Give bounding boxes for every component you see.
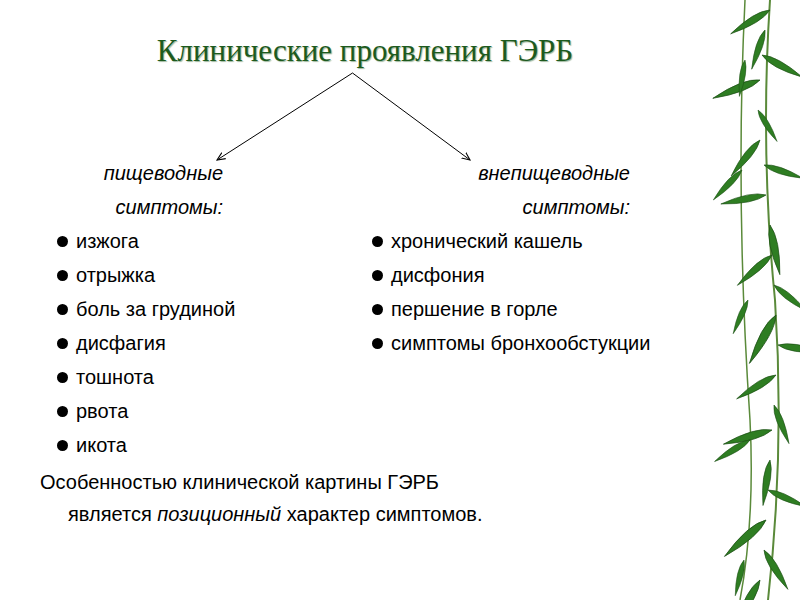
group-heading: пищеводные симптомы:	[57, 156, 223, 224]
bullet-dot	[57, 236, 68, 247]
bullet-dot	[57, 406, 68, 417]
bullet-dot	[372, 270, 383, 281]
symptom-item: боль за грудиной	[57, 292, 235, 326]
symptom-item: тошнота	[57, 360, 235, 394]
symptom-item: отрыжка	[57, 258, 235, 292]
title-node: Клинические проявления ГЭРБ	[0, 33, 730, 69]
bullet-dot	[372, 236, 383, 247]
group-heading: внепищеводные симптомы:	[372, 156, 630, 224]
symptom-text: изжога	[76, 230, 139, 252]
bullet-dot	[372, 304, 383, 315]
symptom-text: дисфагия	[76, 332, 166, 354]
slide-title: Клинические проявления ГЭРБ	[157, 33, 573, 69]
bullet-dot	[57, 372, 68, 383]
symptom-item: хронический кашель	[372, 224, 650, 258]
symptom-text: симптомы бронхообстукции	[391, 332, 650, 354]
symptom-text: дисфония	[391, 264, 484, 286]
symptom-item: симптомы бронхообстукции	[372, 326, 650, 360]
symptom-item: икота	[57, 428, 235, 462]
bullet-dot	[372, 338, 383, 349]
note-text: характер симптомов.	[287, 503, 483, 525]
symptom-group: внепищеводные симптомы: хронический кашел…	[372, 156, 650, 360]
symptom-item: рвота	[57, 394, 235, 428]
symptom-text: першение в горле	[391, 298, 558, 320]
bullet-dot	[57, 304, 68, 315]
symptom-item: изжога	[57, 224, 235, 258]
symptom-text: боль за грудиной	[76, 298, 235, 320]
bullet-dot	[57, 338, 68, 349]
symptom-item: дисфагия	[57, 326, 235, 360]
symptom-group: пищеводные симптомы: изжога отрыжка боль за…	[57, 156, 235, 462]
symptom-text: рвота	[76, 400, 128, 422]
symptom-item: дисфония	[372, 258, 650, 292]
branch-arrow	[217, 73, 353, 160]
symptom-text: тошнота	[76, 366, 154, 388]
footnote: Особенностью клинической картины ГЭРБ яв…	[40, 466, 728, 530]
bullet-dot	[57, 270, 68, 281]
emphasis-text: позиционный	[157, 503, 281, 525]
symptom-text: отрыжка	[76, 264, 155, 286]
branch-arrow	[353, 73, 471, 160]
symptom-text: икота	[76, 434, 127, 456]
bullet-dot	[57, 440, 68, 451]
symptom-text: хронический кашель	[391, 230, 583, 252]
symptom-item: першение в горле	[372, 292, 650, 326]
